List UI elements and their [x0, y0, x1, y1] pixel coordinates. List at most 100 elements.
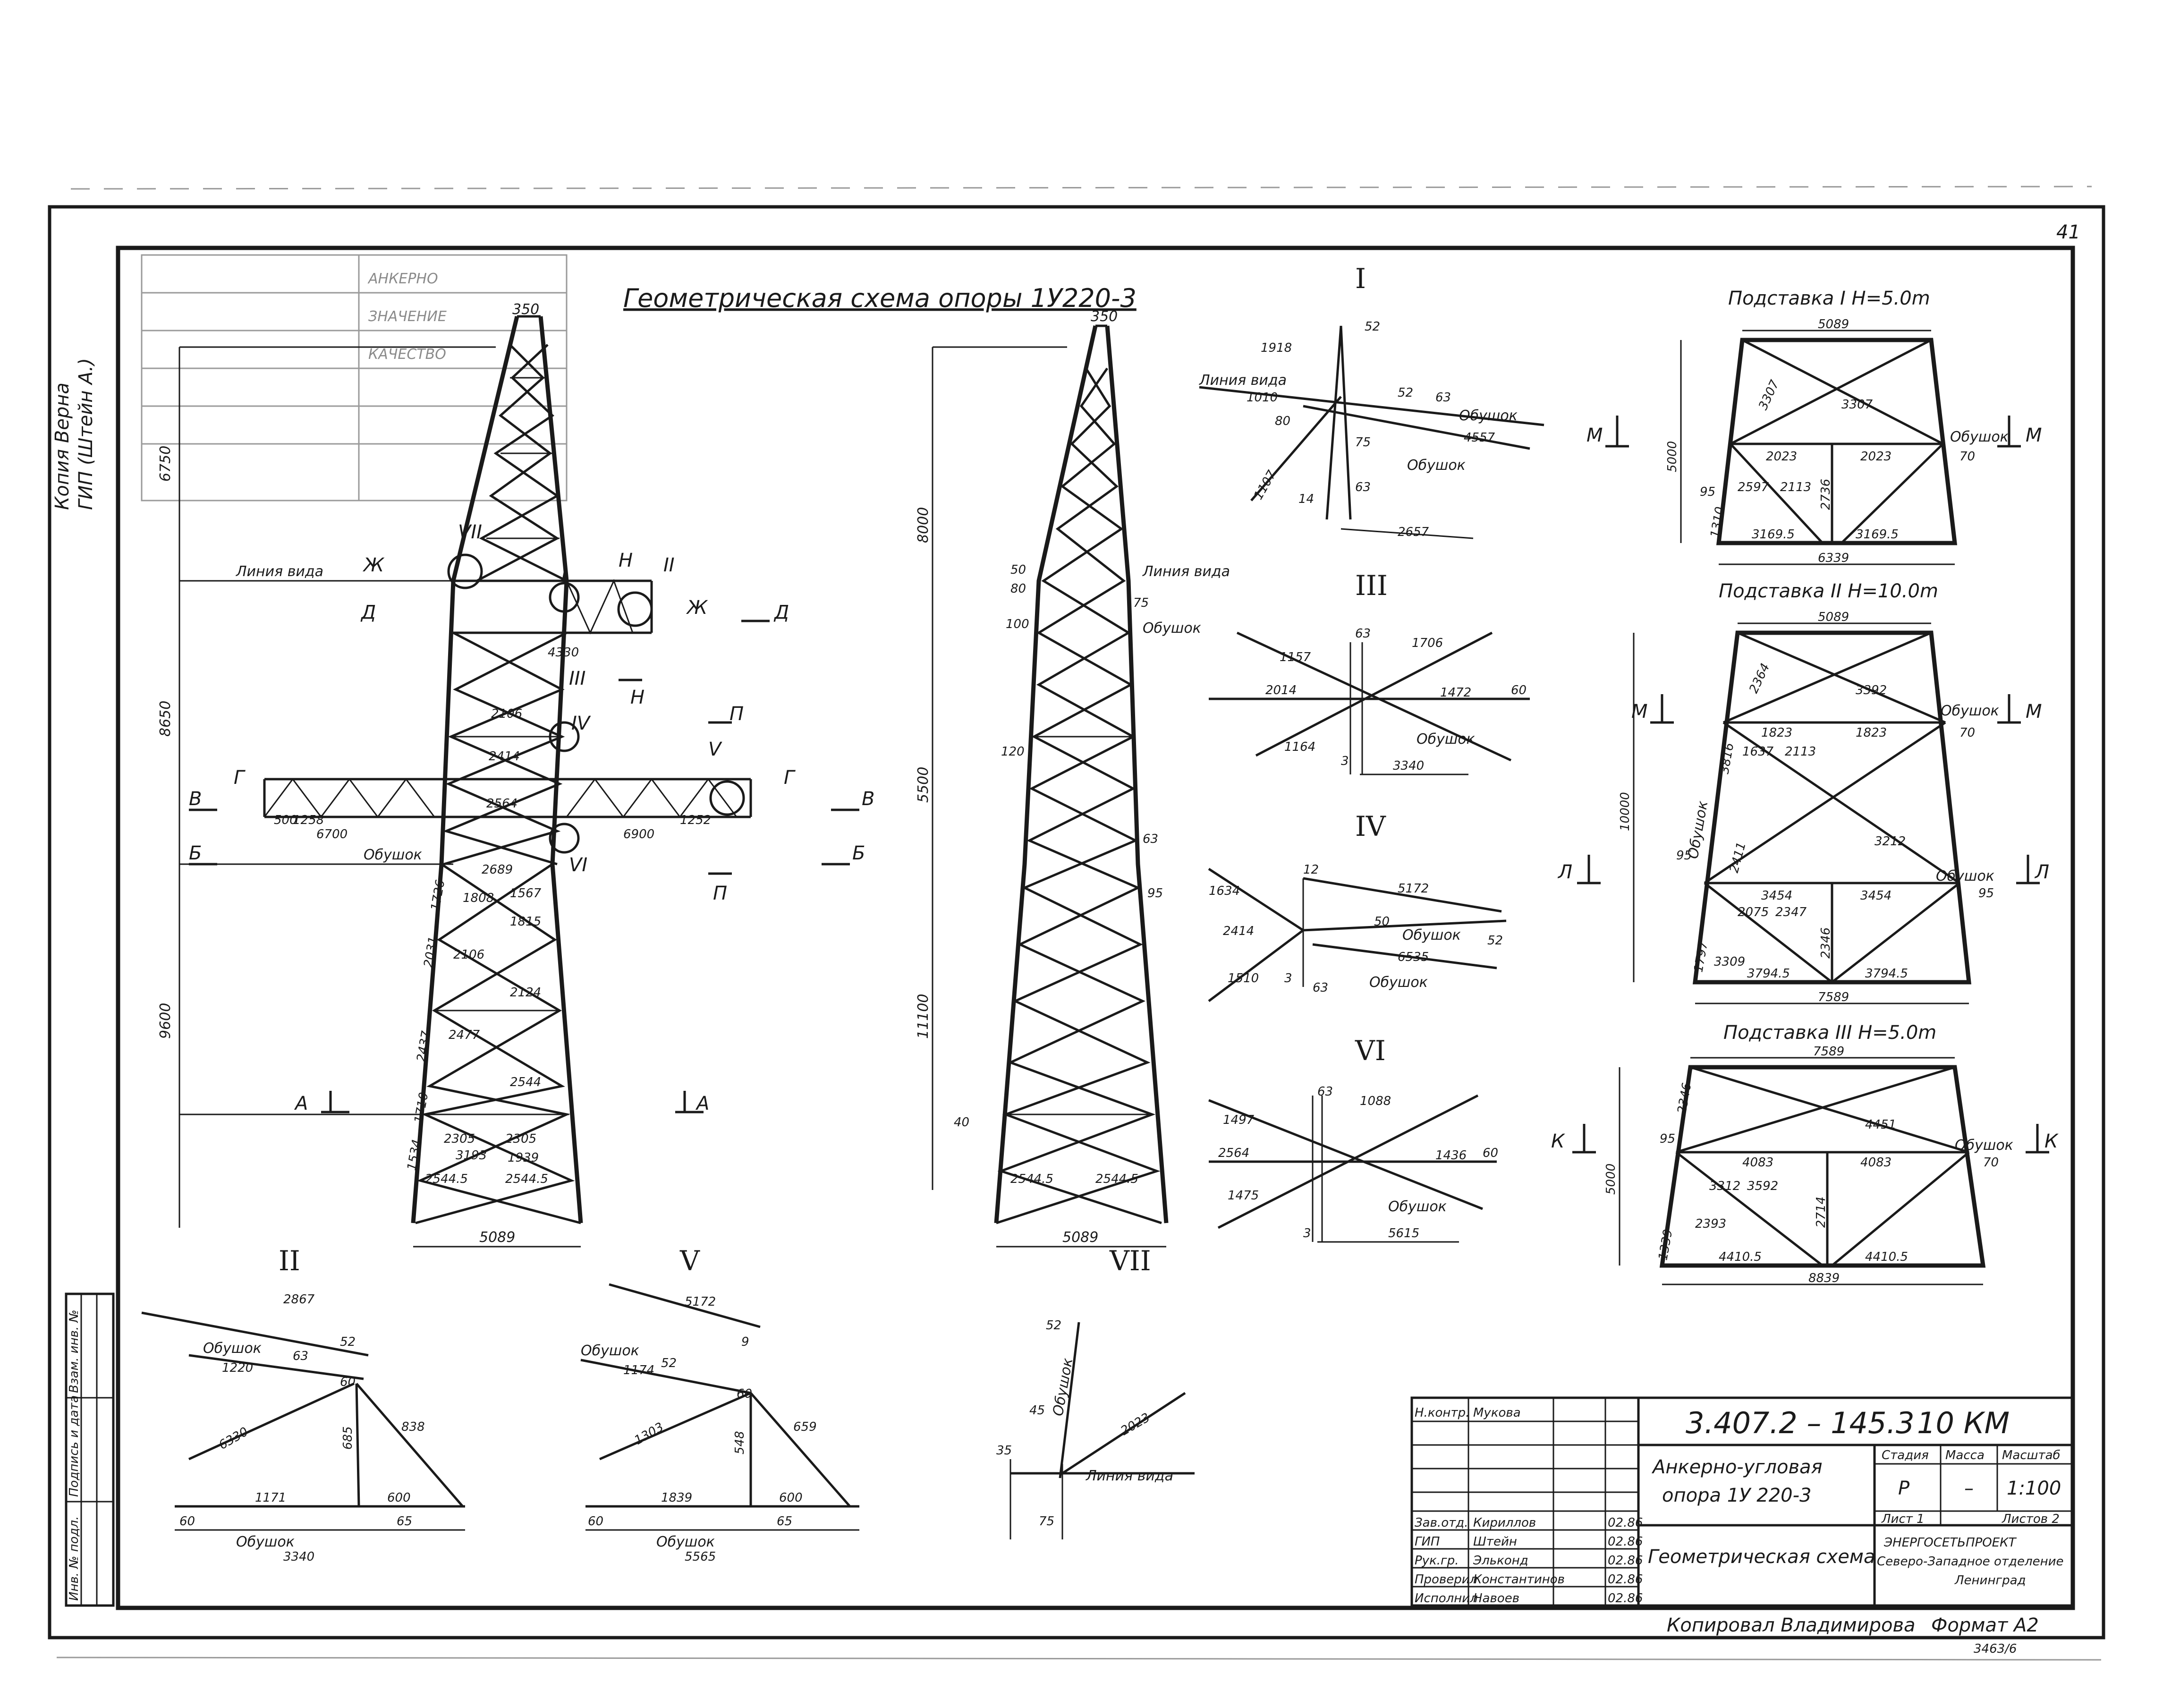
detail-III-dim: 60	[1511, 683, 1527, 697]
detail-III: III 1157 63 1706 2014 1472 60 1164 3 334…	[1209, 569, 1530, 775]
ghost-stamp-text-2: ЗНАЧЕНИЕ	[368, 308, 447, 325]
detail-V-dim: 600	[779, 1491, 803, 1505]
base-II-dim: 2346	[1819, 927, 1833, 959]
detail-VI-dim: 60	[1483, 1146, 1498, 1160]
member-label: 2544	[510, 1075, 541, 1089]
base-II-dim: 95	[1676, 849, 1692, 863]
tb-role: Проверил	[1415, 1572, 1477, 1587]
detail-VI-tag: Обушок	[1388, 1198, 1447, 1215]
detail-V-dim: 5565	[685, 1550, 716, 1564]
detail-II-dim: 65	[397, 1514, 412, 1529]
base-II-dim: 3816	[1717, 742, 1737, 775]
detail-III-dim: 3	[1341, 754, 1349, 768]
main-lower-arm-left: 6700	[316, 827, 348, 841]
side-base-half-2: 2544.5	[1095, 1172, 1138, 1186]
base-I-dim: 2113	[1780, 480, 1811, 494]
tb-name: Мукова	[1473, 1406, 1521, 1420]
detail-III-dim: 2014	[1265, 683, 1297, 697]
member-label: 1939	[508, 1151, 539, 1165]
node-mark: IV	[571, 713, 591, 734]
base-I-dim: 2023	[1766, 450, 1797, 464]
tb-date: 02.86	[1608, 1535, 1643, 1549]
detail-VI-dim: 1436	[1435, 1148, 1467, 1163]
detail-V-dim: 1839	[661, 1491, 692, 1505]
base-II-height: 10000	[1618, 792, 1632, 831]
detail-I-dim: 1918	[1261, 341, 1292, 355]
copy-note-line1: Копия Верна	[51, 382, 73, 510]
section-mark: Б	[852, 842, 865, 864]
side-offset: 80	[1010, 582, 1026, 596]
side-height-total: 8000	[915, 507, 932, 543]
node-mark: VII	[458, 521, 482, 543]
detail-II-tag: Обушок	[203, 1340, 262, 1357]
detail-III-dim: 63	[1355, 627, 1371, 641]
tb-role: Рук.гр.	[1415, 1554, 1459, 1568]
section-mark: Д	[360, 602, 376, 623]
base-II-dim: 1637	[1742, 745, 1774, 759]
detail-IV: IV 12 5172 1634 50 52 2414 6535 1510 3 6…	[1208, 810, 1507, 1002]
detail-VII-dim: 2023	[1119, 1411, 1153, 1438]
side-offset: 63	[1143, 832, 1158, 846]
side-base-half-1: 2544.5	[1010, 1172, 1053, 1186]
section-mark: Г	[784, 767, 796, 789]
base-I-dim: 1310	[1708, 506, 1727, 539]
detail-II-dim: 2867	[283, 1292, 315, 1307]
tb-sheet-label: Лист 1	[1881, 1512, 1925, 1526]
side-label-2: Подпись и дата	[67, 1395, 81, 1497]
main-view-title: Геометрическая схема опоры 1У220-3	[623, 283, 1137, 313]
main-top-width: 350	[512, 301, 539, 318]
section-mark: Ж	[362, 554, 385, 576]
base-II-bottom: 7589	[1818, 990, 1849, 1004]
base-I-tag: Обушок	[1950, 429, 2009, 445]
detail-V-dim: 9	[741, 1335, 749, 1349]
node-mark: II	[663, 554, 675, 576]
side-stamp-column: Инв. № подл. Подпись и дата Взам. инв. №	[65, 1292, 115, 1607]
base-III-dim: 95	[1660, 1132, 1675, 1146]
detail-II-dim: 838	[401, 1420, 425, 1434]
detail-I-dim: 80	[1275, 414, 1290, 428]
tb-role: ГИП	[1415, 1535, 1440, 1549]
main-lower-arm-right: 6900	[623, 827, 654, 841]
bottom-code: 3463/6	[1974, 1642, 2017, 1656]
side-offset: 50	[1010, 563, 1026, 577]
detail-I-dim: 52	[1365, 320, 1380, 334]
base-I-dim: 70	[1959, 450, 1975, 464]
section-mark: П	[729, 703, 744, 725]
section-mark: В	[189, 788, 202, 810]
base-I-dim: 2736	[1819, 479, 1833, 510]
copy-note: Копия Верна ГИП (Штейн А.)	[51, 358, 97, 510]
tb-name: Навоев	[1473, 1591, 1519, 1606]
base-III-dim: 4083	[1860, 1156, 1892, 1170]
member-label: 2564	[486, 797, 517, 811]
ghost-stamp-text-3: КАЧЕСТВО	[368, 346, 446, 363]
base-I-dim: 3169.5	[1752, 527, 1795, 542]
base-III-dim: 2346	[1675, 1082, 1694, 1115]
base-III-dim: 2393	[1695, 1217, 1726, 1231]
base-II-dim: 3309	[1714, 955, 1745, 969]
detail-IV-tag: Обушок	[1369, 974, 1428, 991]
copied-by: Копировал Владимирова	[1667, 1615, 1916, 1636]
tb-object-line1: Анкерно-угловая	[1651, 1456, 1823, 1478]
detail-VI-dim: 1475	[1228, 1189, 1259, 1203]
base-III-height: 5000	[1604, 1164, 1618, 1195]
tb-head-mass: Масса	[1945, 1448, 1985, 1462]
tb-date: 02.86	[1608, 1591, 1643, 1606]
detail-III-dim: 1157	[1280, 650, 1311, 664]
section-mark: Б	[189, 842, 202, 864]
base-I-title: Подставка I H=5.0m	[1728, 288, 1930, 309]
base-III-dim: 4451	[1865, 1118, 1896, 1132]
base-II-tag: Обушок	[1936, 868, 1994, 884]
section-mark: В	[862, 788, 874, 810]
member-label: 1534	[405, 1139, 424, 1172]
member-label: 2124	[510, 986, 541, 1000]
detail-VI-dim: 1497	[1223, 1113, 1255, 1127]
tb-object-line2: опора 1У 220-3	[1662, 1485, 1811, 1506]
base-II-dim: 2364	[1747, 661, 1773, 696]
section-mark: Ж	[686, 597, 708, 619]
detail-VII: 52 45 35 75 2023 Обушок Линия вида	[996, 1318, 1195, 1539]
detail-IV-dim: 3	[1284, 971, 1292, 986]
section-mark: Н	[630, 687, 645, 708]
base-III-dim: 3592	[1747, 1179, 1778, 1193]
detail-VII-dim: 35	[996, 1444, 1012, 1458]
